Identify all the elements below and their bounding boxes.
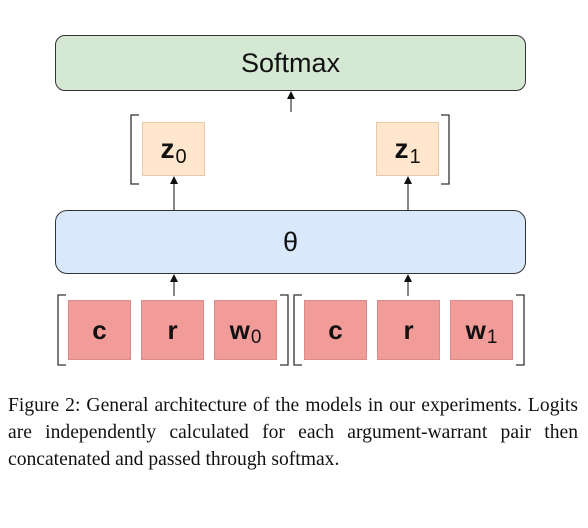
- pair0-claim-box: c: [68, 300, 131, 360]
- bracket-pair1-left: [293, 294, 302, 366]
- pair1-reason-box: r: [377, 300, 440, 360]
- diagram-lines: [57, 91, 525, 366]
- pair0-warrant-sub: 0: [250, 327, 262, 348]
- pair0-warrant-main: w: [229, 314, 250, 345]
- bracket-pair0-right: [280, 294, 289, 366]
- theta-model-box: θ: [55, 210, 526, 274]
- pair1-claim-label: c: [328, 314, 343, 345]
- logit-z1-sub: 1: [409, 145, 421, 168]
- logit-z1-main: z: [394, 133, 409, 164]
- bracket-pair0-left: [57, 294, 66, 366]
- pair1-reason-label: r: [403, 314, 414, 345]
- bracket-logits-left: [130, 114, 139, 185]
- pair1-warrant-sub: 1: [486, 327, 498, 348]
- pair0-reason-label: r: [167, 314, 178, 345]
- softmax-box: Softmax: [55, 35, 526, 91]
- bracket-logits-right: [441, 114, 450, 185]
- softmax-label: Softmax: [240, 47, 341, 78]
- figure-caption: Figure 2: General architecture of the mo…: [8, 395, 578, 470]
- bracket-pair1-right: [516, 294, 525, 366]
- logit-z0-sub: 0: [175, 145, 187, 168]
- pair0-reason-box: r: [141, 300, 204, 360]
- theta-label: θ: [282, 226, 299, 257]
- pair1-claim-box: c: [304, 300, 367, 360]
- logit-z0-main: z: [160, 133, 175, 164]
- pair1-warrant-main: w: [465, 314, 486, 345]
- pair0-claim-label: c: [92, 314, 107, 345]
